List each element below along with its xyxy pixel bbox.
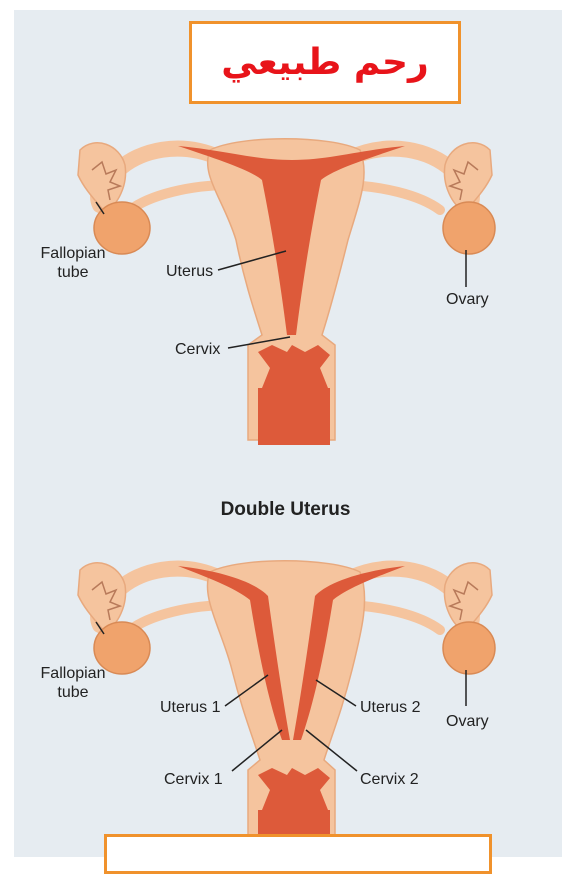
label-uterus: Uterus bbox=[166, 262, 213, 281]
label-uterus-2: Uterus 2 bbox=[360, 698, 420, 717]
bottom-caption-box bbox=[104, 834, 492, 874]
label-cervix-1: Cervix 1 bbox=[164, 770, 223, 789]
vaginal-canal bbox=[258, 345, 330, 445]
label-cervix-2: Cervix 2 bbox=[360, 770, 419, 789]
page-title: رحم طبيعي bbox=[192, 42, 458, 83]
right-ovary-2 bbox=[443, 622, 495, 674]
label-fallopian-tube-2: Fallopian tube bbox=[38, 664, 108, 702]
double-uterus-diagram bbox=[78, 561, 495, 857]
title-box: رحم طبيعي bbox=[189, 21, 461, 104]
label-cervix: Cervix bbox=[175, 340, 220, 359]
right-ovary bbox=[443, 202, 495, 254]
normal-uterus-diagram bbox=[78, 139, 495, 445]
label-uterus-1: Uterus 1 bbox=[160, 698, 220, 717]
label-fallopian-tube: Fallopian tube bbox=[38, 244, 108, 282]
label-ovary: Ovary bbox=[446, 290, 489, 309]
double-uterus-heading: Double Uterus bbox=[0, 499, 571, 521]
label-ovary-2: Ovary bbox=[446, 712, 489, 731]
